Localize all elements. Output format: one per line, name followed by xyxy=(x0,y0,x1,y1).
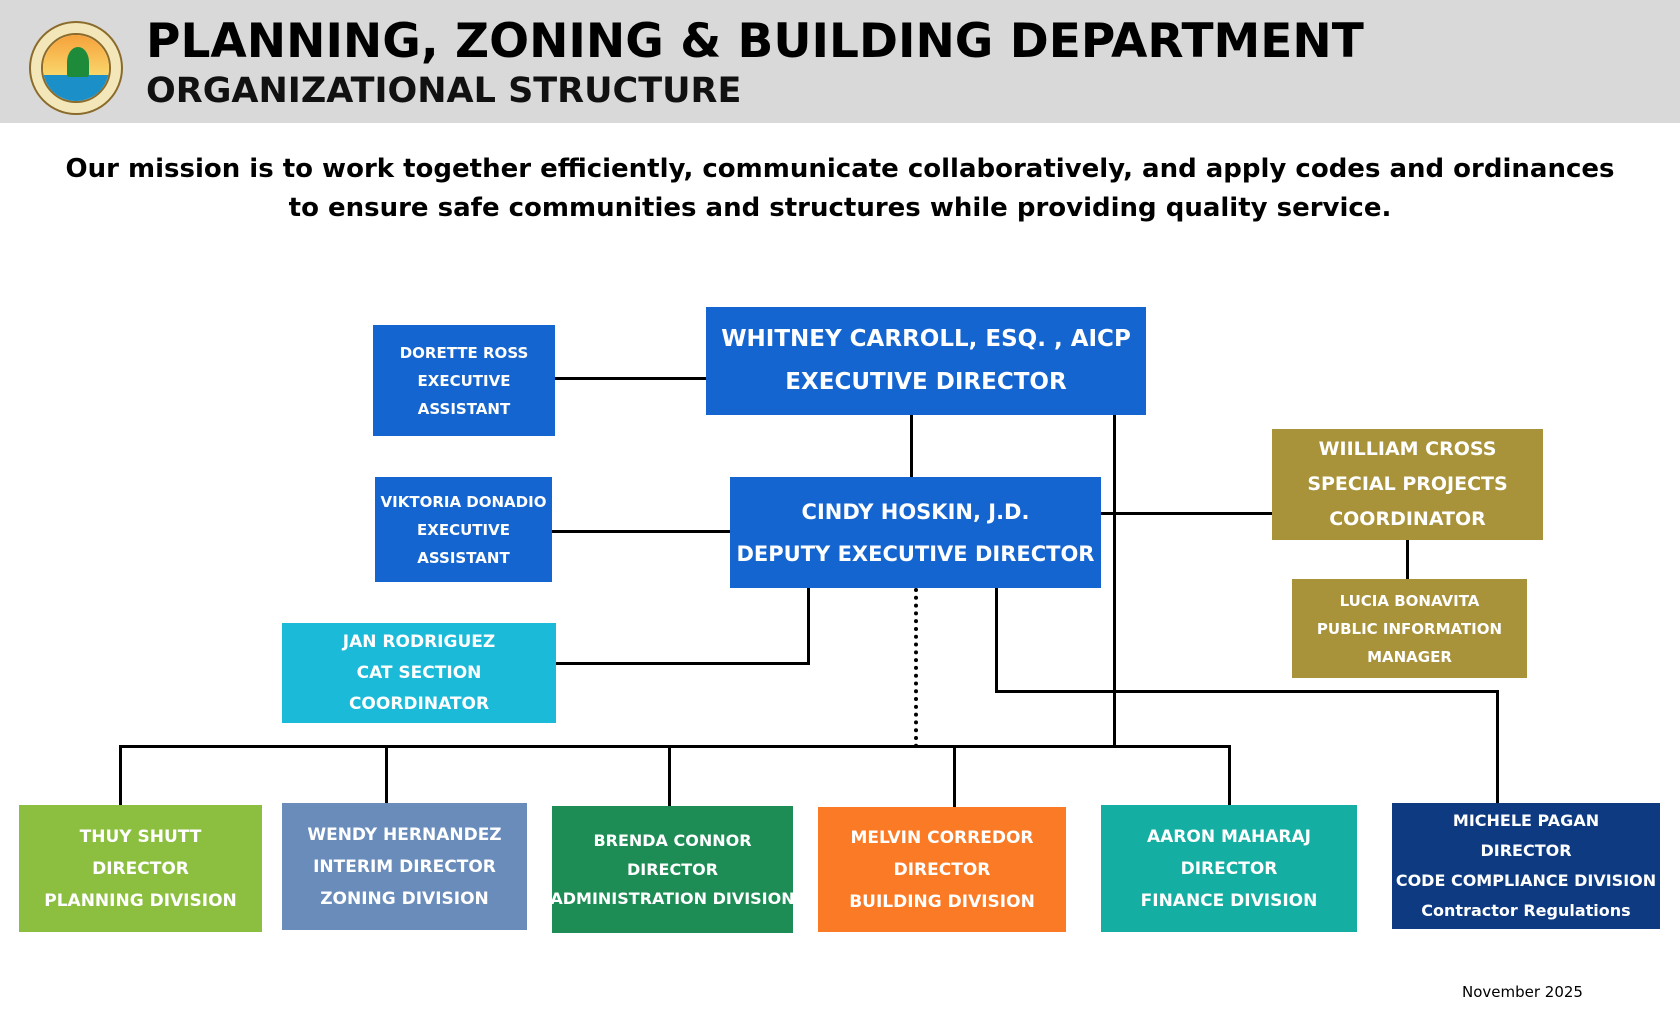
zoning-division-box: WENDY HERNANDEZ INTERIM DIRECTOR ZONING … xyxy=(282,803,527,930)
executive-director-box: WHITNEY CARROLL, ESQ. , AICP EXECUTIVE D… xyxy=(706,307,1146,415)
executive-director-title: EXECUTIVE DIRECTOR xyxy=(785,369,1067,395)
planning-director-name: THUY SHUTT xyxy=(79,826,202,847)
public-information-name: LUCIA BONAVITA xyxy=(1339,591,1480,610)
code-compliance-division-box: MICHELE PAGAN DIRECTOR CODE COMPLIANCE D… xyxy=(1392,803,1660,929)
cat-section-name: JAN RODRIGUEZ xyxy=(342,631,496,652)
page-title: PLANNING, ZONING & BUILDING DEPARTMENT xyxy=(146,14,1364,69)
code-compliance-director-name: MICHELE PAGAN xyxy=(1452,811,1600,830)
deputy-director-title: DEPUTY EXECUTIVE DIRECTOR xyxy=(736,541,1095,566)
connector-line xyxy=(385,745,388,803)
seal-emblem xyxy=(41,33,111,103)
dotted-connector-line xyxy=(914,588,918,748)
connector-line xyxy=(1406,540,1409,580)
building-director-name: MELVIN CORREDOR xyxy=(850,827,1034,848)
connector-line xyxy=(995,588,998,692)
planning-division-box: THUY SHUTT DIRECTOR PLANNING DIVISION xyxy=(19,805,262,932)
palm-tree-icon xyxy=(67,47,89,77)
executive-assistant-box: VIKTORIA DONADIO EXECUTIVE ASSISTANT xyxy=(375,477,552,582)
page-subtitle: ORGANIZATIONAL STRUCTURE xyxy=(146,71,742,111)
zoning-director-name: WENDY HERNANDEZ xyxy=(307,824,502,845)
special-projects-name: WIILLIAM CROSS xyxy=(1318,438,1497,460)
building-division-box: MELVIN CORREDOR DIRECTOR BUILDING DIVISI… xyxy=(818,807,1066,932)
connector-line xyxy=(119,745,122,805)
connector-line xyxy=(995,690,1499,693)
connector-line xyxy=(807,588,810,664)
connector-line xyxy=(953,745,956,807)
connector-line xyxy=(550,530,731,533)
county-seal-logo xyxy=(29,21,123,115)
connector-line xyxy=(1100,512,1273,515)
connector-line xyxy=(668,745,671,806)
connector-line xyxy=(910,415,913,479)
administration-director-name: BRENDA CONNOR xyxy=(593,831,752,850)
deputy-director-box: CINDY HOSKIN, J.D. DEPUTY EXECUTIVE DIRE… xyxy=(730,477,1101,588)
executive-director-name: WHITNEY CARROLL, ESQ. , AICP xyxy=(721,326,1131,352)
connector-line xyxy=(1228,745,1231,805)
public-information-box: LUCIA BONAVITA PUBLIC INFORMATION MANAGE… xyxy=(1292,579,1527,678)
footer-date: November 2025 xyxy=(1462,983,1583,1001)
administration-division-box: BRENDA CONNOR DIRECTOR ADMINISTRATION DI… xyxy=(550,806,795,933)
cat-section-box: JAN RODRIGUEZ CAT SECTION COORDINATOR xyxy=(282,623,556,723)
finance-director-name: AARON MAHARAJ xyxy=(1146,826,1312,847)
connector-line xyxy=(1496,690,1499,803)
connector-line xyxy=(556,662,810,665)
connector-line xyxy=(553,377,706,380)
connector-line xyxy=(119,745,1231,748)
special-projects-box: WIILLIAM CROSS SPECIAL PROJECTS COORDINA… xyxy=(1272,429,1543,540)
connector-line xyxy=(1113,415,1116,746)
finance-division-box: AARON MAHARAJ DIRECTOR FINANCE DIVISION xyxy=(1101,805,1357,932)
deputy-director-name: CINDY HOSKIN, J.D. xyxy=(801,499,1030,524)
executive-assistant-box: DORETTE ROSS EXECUTIVE ASSISTANT xyxy=(373,325,555,436)
executive-assistant-name: VIKTORIA DONADIO xyxy=(380,492,547,511)
executive-assistant-name: DORETTE ROSS xyxy=(399,343,529,362)
mission-statement: Our mission is to work together efficien… xyxy=(65,154,1615,223)
header-bar: PLANNING, ZONING & BUILDING DEPARTMENT O… xyxy=(0,0,1680,123)
